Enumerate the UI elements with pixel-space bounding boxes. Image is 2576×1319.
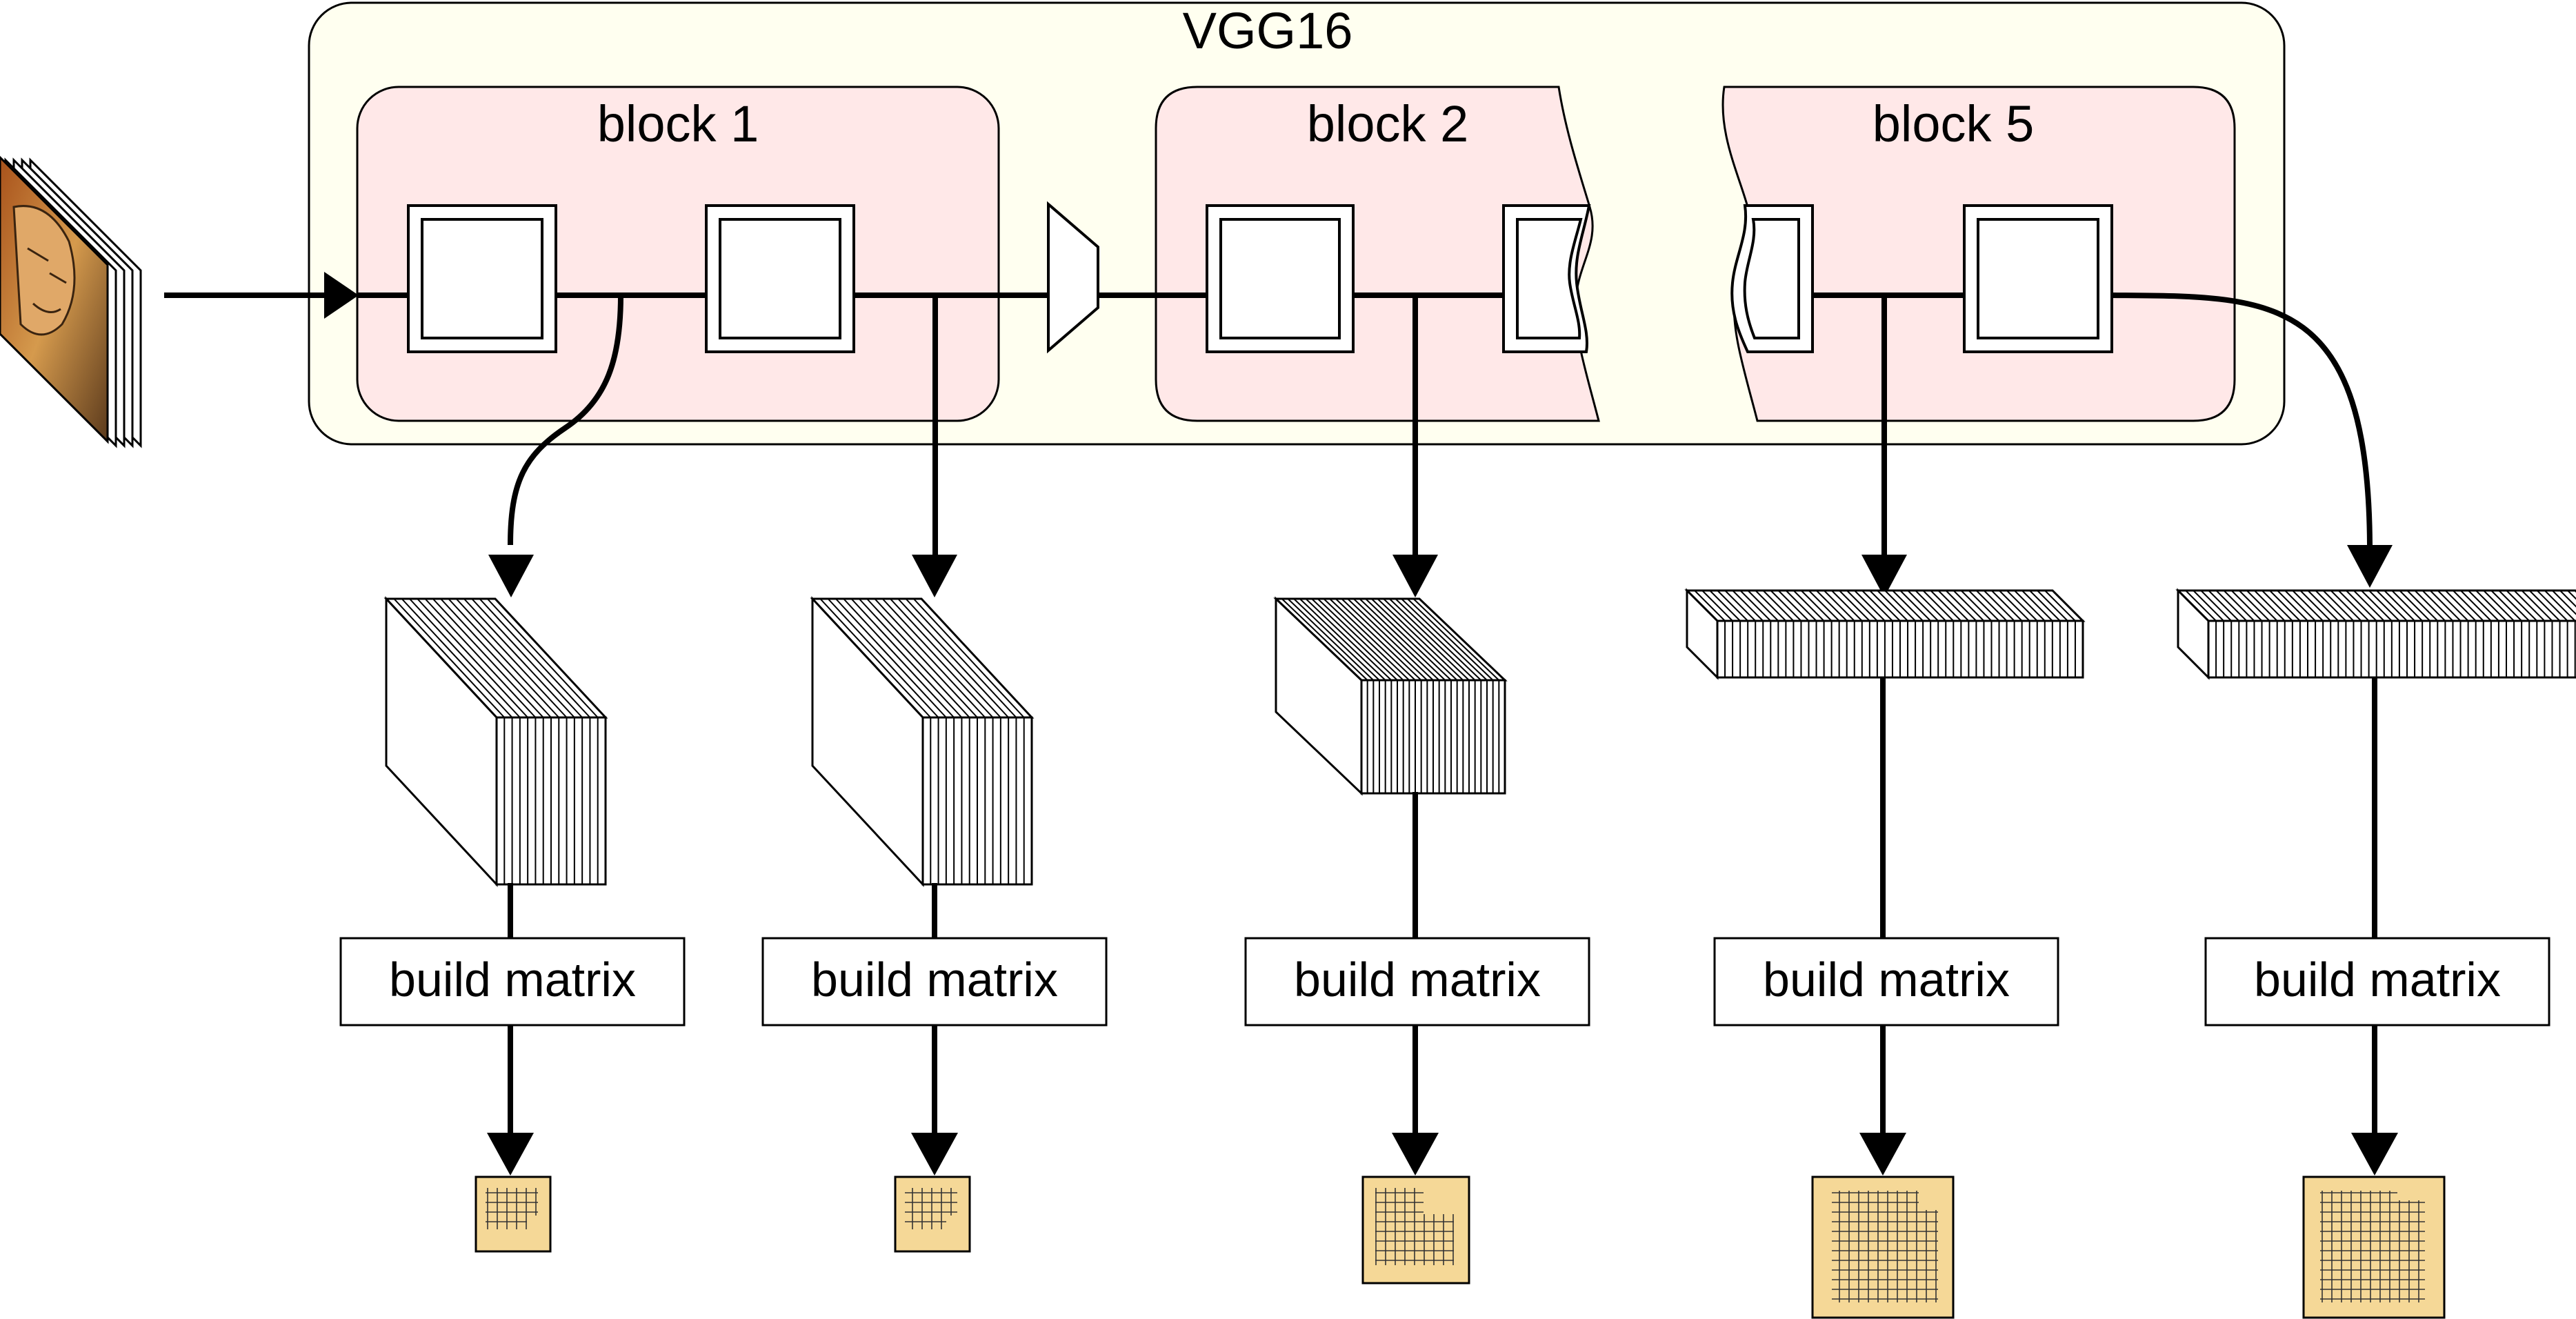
build-matrix-box-5: build matrix <box>2204 937 2550 1027</box>
conv-layer-1-1 <box>407 204 557 353</box>
feature-map-5 <box>2175 588 2576 680</box>
output-connectors <box>487 677 2398 1176</box>
conv-layer-5-2-partial <box>1730 204 1814 353</box>
feature-map-1 <box>383 596 608 887</box>
feature-map-4 <box>1684 588 2086 680</box>
build-matrix-box-4: build matrix <box>1713 937 2059 1027</box>
block-2-label: block 2 <box>1307 95 1468 152</box>
branch-arrowheads <box>488 545 2393 597</box>
build-matrix-label-5: build matrix <box>2254 953 2501 1006</box>
conv-layer-1-2 <box>705 204 855 353</box>
branch-connectors <box>508 292 2373 566</box>
feature-map-3 <box>1273 596 1508 796</box>
gram-matrix-1 <box>475 1176 552 1253</box>
conv-layer-2-1 <box>1206 204 1355 353</box>
conv-layer-5-3 <box>1963 204 2113 353</box>
block-1-label: block 1 <box>597 95 759 152</box>
gram-matrix-5 <box>2302 1176 2446 1319</box>
feature-maps <box>383 588 2576 887</box>
build-matrix-label-4: build matrix <box>1763 953 2010 1006</box>
gram-matrix-4 <box>1811 1176 1955 1319</box>
build-matrix-box-3: build matrix <box>1244 937 1590 1027</box>
build-matrix-box-1: build matrix <box>339 937 686 1027</box>
build-matrix-label-3: build matrix <box>1294 953 1541 1006</box>
block-5-label: block 5 <box>1873 95 2034 152</box>
vgg16-title: VGG16 <box>1183 2 1353 59</box>
build-matrix-box-2: build matrix <box>761 937 1108 1027</box>
input-image-stack <box>0 155 142 448</box>
build-matrix-label-1: build matrix <box>389 953 636 1006</box>
gram-matrix-2 <box>894 1176 971 1253</box>
conv-layer-2-2-partial <box>1502 204 1591 353</box>
pooling-layer <box>1047 201 1099 354</box>
feature-map-2 <box>810 596 1035 887</box>
build-matrix-label-2: build matrix <box>811 953 1058 1006</box>
gram-matrix-3 <box>1361 1176 1470 1285</box>
